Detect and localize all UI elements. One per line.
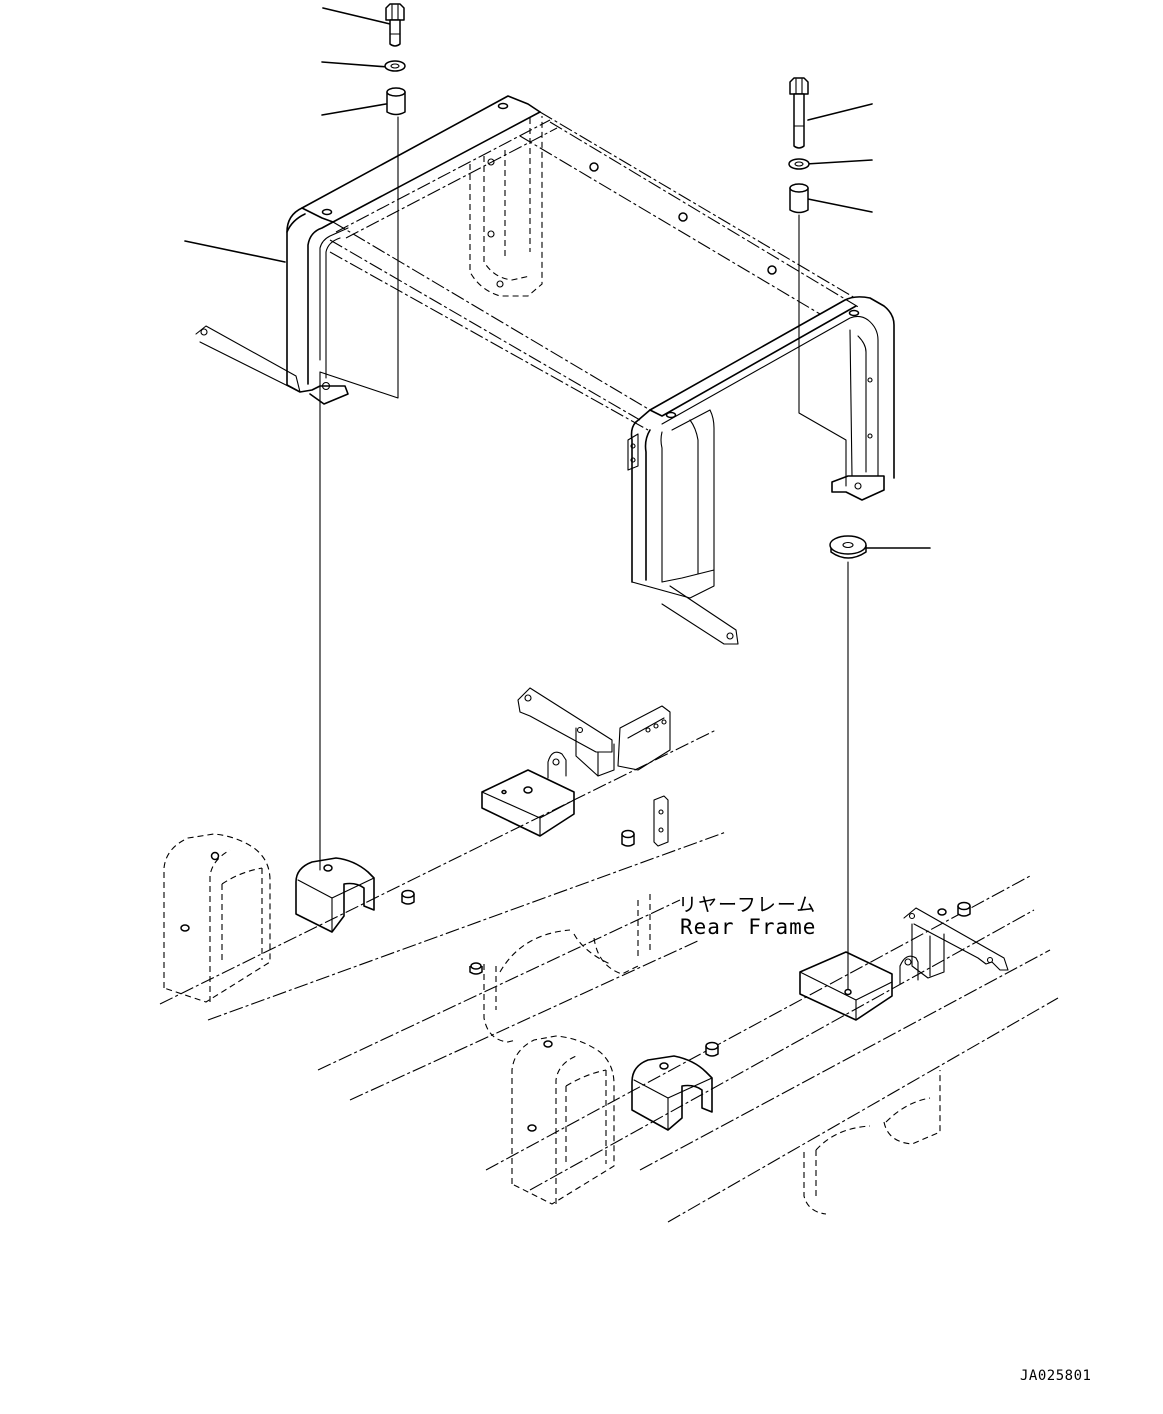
spacer-left-icon: [387, 88, 405, 115]
rear-frame-drawing: [160, 688, 1058, 1222]
rear-frame-label-japanese: リヤーフレーム: [678, 894, 817, 916]
guard-frame-drawing: [196, 96, 894, 644]
rubber-mount-icon: [830, 536, 866, 558]
washer-left-icon: [385, 61, 405, 71]
washer-right-icon: [789, 159, 809, 169]
rear-frame-label-english: Rear Frame: [680, 915, 817, 939]
leader-lines: [185, 8, 930, 548]
spacer-right-icon: [790, 184, 808, 213]
bolt-right-icon: [790, 78, 808, 148]
assembly-line-right-upper: [799, 215, 846, 486]
bolt-left-icon: [386, 4, 404, 46]
drawing-id: JA025801: [1020, 1368, 1092, 1384]
assembly-line-left: [320, 117, 398, 858]
